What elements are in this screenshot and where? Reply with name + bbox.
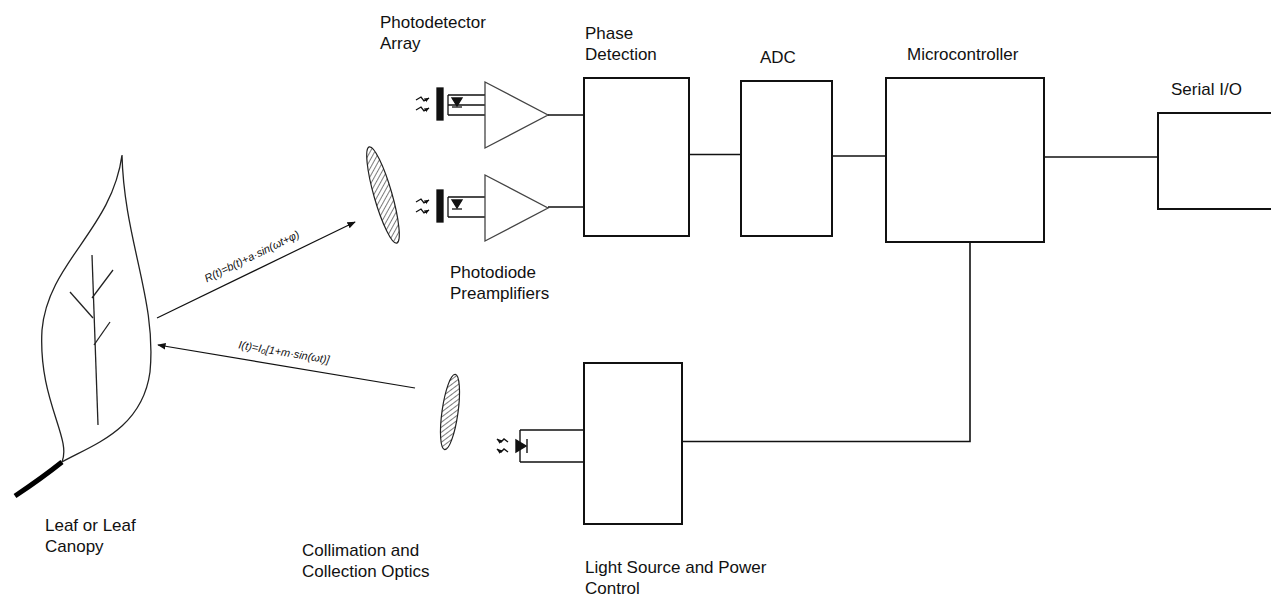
- connector: [683, 243, 970, 442]
- preamplifier-symbol: [485, 82, 548, 148]
- photodiode-symbol: [416, 190, 485, 222]
- process-box: Microcontroller: [885, 77, 1045, 243]
- process-box: Light Source and Power Control: [583, 362, 683, 525]
- collection-lens: [361, 144, 406, 245]
- box-heading: Serial I/O: [1171, 79, 1271, 100]
- process-box: Phase Detection: [583, 77, 690, 237]
- led-symbol: [497, 430, 583, 462]
- part-label: Collimation and Collection Optics: [302, 540, 452, 582]
- part-label: Photodetector Array: [380, 12, 510, 54]
- connector: [1045, 156, 1157, 158]
- collimation-lens: [437, 373, 463, 450]
- wire: [548, 206, 583, 208]
- wire: [548, 114, 583, 116]
- signal-equation: I(t)=I₀[1+m·sin(ωt)]: [236, 338, 333, 367]
- connector: [833, 155, 885, 157]
- leaf-drawing: [15, 155, 151, 496]
- process-box: ADC: [740, 80, 833, 237]
- part-label: Photodiode Preamplifiers: [450, 262, 600, 304]
- box-heading: ADC: [760, 47, 840, 68]
- box-heading: Phase Detection: [585, 23, 695, 65]
- box-heading: Light Source and Power Control: [585, 557, 800, 599]
- photodiode-symbol: [416, 88, 485, 120]
- part-label: Leaf or Leaf Canopy: [45, 515, 155, 557]
- reflected-ray: [157, 222, 355, 318]
- preamplifier-symbol: [485, 175, 548, 241]
- box-heading: Microcontroller: [907, 44, 1067, 65]
- signal-equation: R(t)=b(t)+a·sin(ωt+φ): [201, 227, 304, 286]
- connector: [690, 154, 740, 156]
- interface-box: Serial I/O: [1157, 112, 1271, 210]
